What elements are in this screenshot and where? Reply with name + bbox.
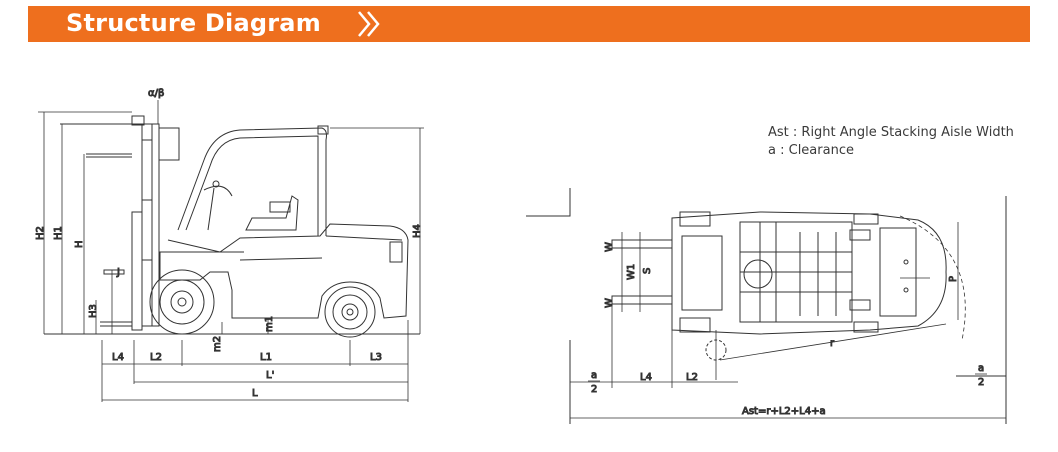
fork-carriage bbox=[86, 153, 143, 331]
label-l4-top: L4 bbox=[640, 372, 652, 383]
overhead-guard bbox=[177, 125, 329, 236]
turning-radius-line bbox=[719, 323, 947, 361]
label-r: r bbox=[830, 338, 835, 349]
label-w-bottom: W bbox=[604, 298, 615, 308]
truck-top bbox=[671, 211, 947, 335]
label-a-den-left: 2 bbox=[591, 384, 597, 395]
top-dimensions bbox=[570, 304, 1006, 419]
top-wheels bbox=[679, 211, 879, 333]
double-chevron-icon bbox=[358, 11, 380, 37]
legend-clearance: a : Clearance bbox=[768, 143, 854, 158]
label-a-den-right: 2 bbox=[978, 377, 984, 388]
rear-wheel bbox=[324, 286, 376, 338]
header-banner: Structure Diagram bbox=[28, 6, 1030, 42]
label-l-prime: L' bbox=[266, 370, 274, 381]
label-h: H bbox=[74, 240, 85, 248]
label-ast-formula: Ast=r+L2+L4+a bbox=[742, 406, 826, 417]
label-l2: L2 bbox=[150, 352, 162, 363]
side-view: α/β H2 H1 H J H3 H4 m1 m2 L4 L2 L1 L3 L'… bbox=[35, 88, 424, 402]
label-h3: H3 bbox=[88, 304, 99, 318]
vertical-dimensions bbox=[38, 111, 424, 334]
label-h4: H4 bbox=[412, 224, 423, 238]
label-l2-top: L2 bbox=[686, 372, 698, 383]
label-m2: m2 bbox=[212, 336, 223, 352]
page-title: Structure Diagram bbox=[66, 9, 321, 37]
label-a-num-right: a bbox=[978, 363, 984, 374]
label-m1: m1 bbox=[264, 316, 275, 332]
label-w1: W1 bbox=[626, 264, 637, 280]
legend-ast: Ast : Right Angle Stacking Aisle Width bbox=[768, 125, 1014, 140]
mast bbox=[60, 115, 180, 327]
front-wheel bbox=[149, 269, 215, 335]
label-a-num-left: a bbox=[591, 370, 597, 381]
label-l: L bbox=[252, 388, 258, 399]
horizontal-dimensions bbox=[101, 320, 409, 402]
label-j: J bbox=[116, 267, 120, 278]
label-l1: L1 bbox=[260, 352, 272, 363]
top-view: W W W1 S P r a 2 L4 L2 a 2 Ast=r+L2+L4+a bbox=[526, 188, 1007, 424]
legend: Ast : Right Angle Stacking Aisle Width a… bbox=[768, 124, 1014, 160]
truck-body bbox=[159, 223, 409, 319]
label-alpha-beta: α/β bbox=[148, 88, 164, 99]
label-h2: H2 bbox=[35, 226, 46, 240]
label-l3: L3 bbox=[370, 352, 382, 363]
label-p: P bbox=[948, 276, 959, 282]
label-w-top: W bbox=[604, 242, 615, 252]
aisle-wall-left bbox=[526, 188, 571, 217]
label-s: S bbox=[642, 268, 653, 274]
label-h1: H1 bbox=[53, 226, 64, 240]
label-l4: L4 bbox=[112, 352, 124, 363]
